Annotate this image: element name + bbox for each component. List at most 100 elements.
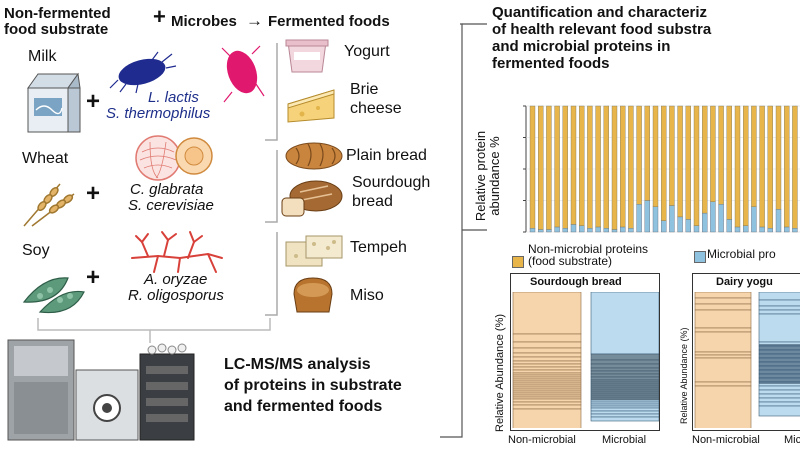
bar-microbial <box>784 226 790 233</box>
dairy-panel-title: Dairy yogu <box>716 276 773 288</box>
plain-bread-icon <box>285 142 343 170</box>
fungus-icon <box>131 231 223 273</box>
bar-microbial <box>636 204 642 233</box>
nonmicrobial-segment <box>694 385 752 428</box>
bar-nonmicrobial <box>726 105 733 220</box>
microbial-segment <box>590 416 659 422</box>
microbial-segment <box>590 410 659 415</box>
bar-nonmicrobial <box>554 105 560 228</box>
header-microbes: Microbes <box>171 13 237 30</box>
bar-nonmicrobial <box>538 105 544 230</box>
bar-microbial <box>529 228 536 233</box>
bar-microbial <box>710 201 716 233</box>
bar-nonmicrobial <box>529 105 536 229</box>
legend-swatch-microbial <box>694 251 706 263</box>
bar-nonmicrobial <box>628 105 634 229</box>
nonmicrobial-segment <box>694 303 752 311</box>
bar-nonmicrobial <box>734 105 741 228</box>
nonmicrobial-segment <box>694 357 752 383</box>
nonmicrobial-segment <box>512 292 582 335</box>
nonmicrobial-segment <box>694 327 752 333</box>
bar-microbial <box>669 205 675 233</box>
glabrata-yeast-icon <box>135 135 213 181</box>
microbe-thermophilus: S. thermophilus <box>106 105 211 122</box>
food-plain-bread: Plain bread <box>346 147 427 164</box>
dairy-panel-frame <box>692 273 800 431</box>
panel2-ylabel: Relative Abundance (%) <box>679 327 689 424</box>
bar-microbial <box>546 229 552 233</box>
miso-icon <box>293 277 333 313</box>
dairy-abundance-stacks <box>694 292 800 428</box>
microbial-dense-region <box>759 344 800 384</box>
right-title: Quantification and characteriz of health… <box>492 4 712 72</box>
nonmicrobial-segment <box>512 363 582 368</box>
bar-nonmicrobial <box>619 105 626 228</box>
bar-microbial <box>611 229 618 233</box>
header-plus: + <box>153 4 166 29</box>
sourdough-bread-icon <box>281 180 343 217</box>
xlabel-microbial-1: Microbial <box>602 434 647 446</box>
wheat-icon <box>23 183 75 227</box>
header-fermented: Fermented foods <box>268 13 390 30</box>
bar-microbial <box>792 228 798 233</box>
bar-microbial <box>587 228 593 233</box>
nonmicrobial-segment <box>694 351 752 356</box>
bar-microbial <box>759 226 765 233</box>
xlabel-nonmicrobial-1: Non-microbial <box>508 434 576 446</box>
bar-nonmicrobial <box>562 105 568 229</box>
bar-microbial <box>619 226 626 233</box>
microbial-segment <box>758 305 800 311</box>
bar-nonmicrobial <box>742 105 749 226</box>
nonmicrobial-segment <box>694 381 752 387</box>
lcms-analysis-text: LC-MS/MS analysis of proteins in substra… <box>224 356 402 415</box>
bar-microbial <box>595 226 601 233</box>
bar-nonmicrobial <box>693 105 700 226</box>
tempeh-icon <box>285 235 343 267</box>
bar-microbial <box>742 225 749 233</box>
microbial-segment <box>758 393 800 399</box>
nonmicrobial-segment <box>512 347 582 354</box>
nonmicrobial-segment <box>512 408 582 428</box>
lc-ms-instrument-icon <box>7 339 195 441</box>
nonmicrobial-segment <box>512 333 582 343</box>
bar-microbial <box>562 228 568 233</box>
microbe-oryzae: A. oryzae <box>144 271 208 288</box>
microbe-glabrata: C. glabrata <box>130 181 204 198</box>
microbial-segment <box>758 292 800 301</box>
nonmicrobial-segment <box>694 354 752 359</box>
legend-nonmicrobial: Non-microbial proteins (food substrate) <box>528 242 649 268</box>
bar-nonmicrobial <box>710 105 716 202</box>
microbial-segment <box>758 397 800 403</box>
bar-nonmicrobial <box>603 105 610 229</box>
food-yogurt: Yogurt <box>344 43 390 60</box>
substrate-milk: Milk <box>28 48 57 65</box>
protein-abundance-bar-chart <box>523 105 800 233</box>
food-sourdough-bread: Sourdough bread <box>352 174 431 210</box>
bar-nonmicrobial <box>570 105 577 225</box>
bar-nonmicrobial <box>677 105 683 218</box>
xlabel-microbial-2: Micr <box>784 434 800 446</box>
food-brie-cheese: Brie cheese <box>350 81 402 117</box>
bar-nonmicrobial <box>775 105 782 210</box>
bar-nonmicrobial <box>546 105 552 230</box>
bar-microbial <box>718 204 724 233</box>
sourdough-abundance-stacks <box>512 292 659 428</box>
nonmicrobial-segment <box>512 401 582 406</box>
bar-microbial <box>677 216 683 233</box>
nonmicrobial-segment <box>512 369 582 374</box>
bar-microbial <box>767 228 773 233</box>
microbe-oligosporus: R. oligosporus <box>128 287 224 304</box>
thermophilus-microbe-icon <box>221 45 265 103</box>
milk-carton-icon <box>27 72 81 133</box>
microbial-segment <box>758 385 800 391</box>
nonmicrobial-segment <box>694 292 752 299</box>
bar-nonmicrobial <box>751 105 757 208</box>
nonmicrobial-segment <box>512 366 582 371</box>
bar-nonmicrobial <box>578 105 585 226</box>
bar-microbial <box>570 224 577 233</box>
bar-microbial <box>603 228 610 233</box>
plus-soy: + <box>86 264 101 291</box>
bar-microbial <box>701 212 708 233</box>
microbe-cerevisiae: S. cerevisiae <box>128 197 214 214</box>
microbial-segment <box>758 313 800 343</box>
